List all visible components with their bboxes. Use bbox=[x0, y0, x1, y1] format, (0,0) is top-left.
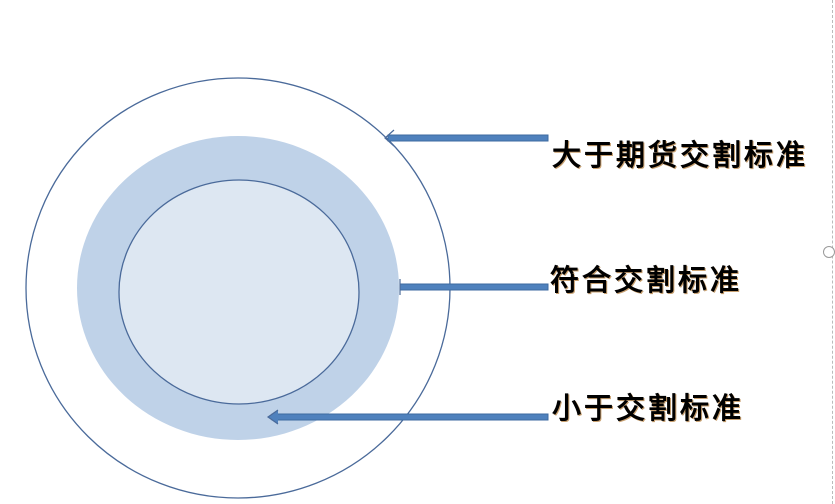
label-meets-standard: 符合交割标准 bbox=[550, 263, 743, 297]
inner-ellipse bbox=[118, 179, 360, 405]
arrow-outer bbox=[384, 129, 549, 147]
label-above-standard: 大于期货交割标准 bbox=[552, 138, 809, 172]
resize-handle[interactable] bbox=[823, 246, 835, 258]
arrow-middle bbox=[399, 279, 549, 295]
label-below-standard: 小于交割标准 bbox=[552, 391, 745, 425]
arrow-inner bbox=[266, 409, 549, 425]
